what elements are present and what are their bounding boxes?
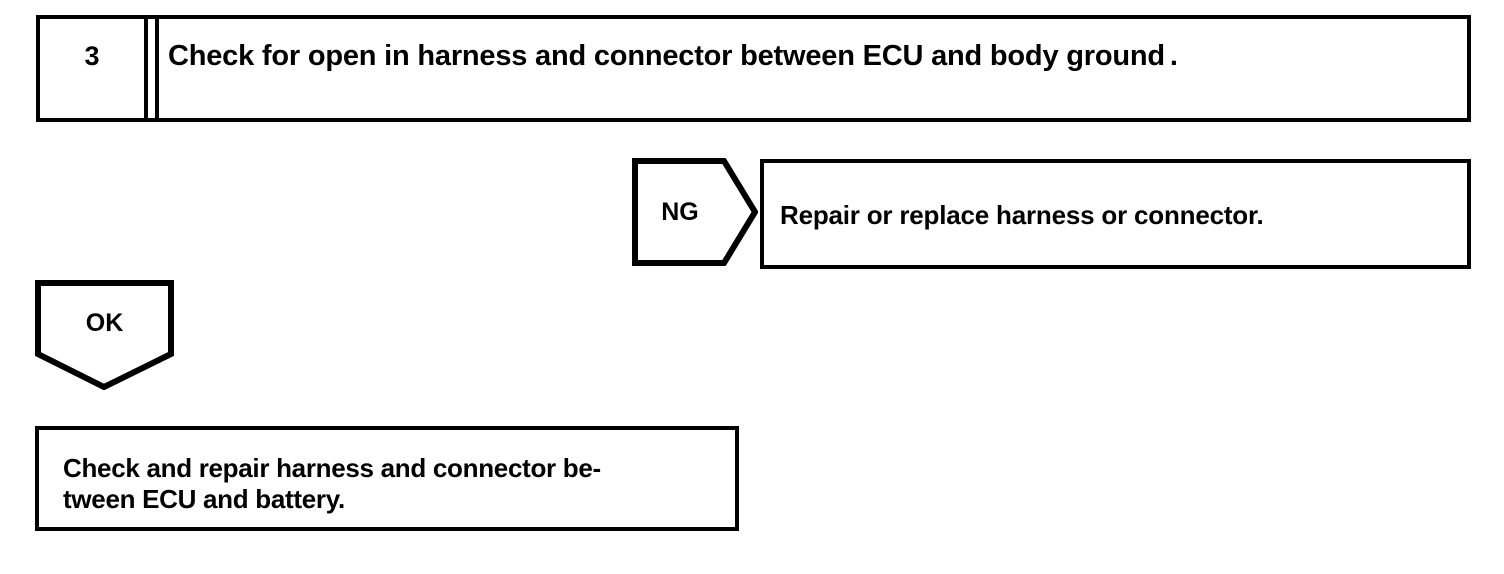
ok-result-line-1: Check and repair harness and connector b… bbox=[63, 453, 601, 483]
ok-result-line-2: tween ECU and battery. bbox=[63, 484, 345, 514]
step-instruction: Check for open in harness and connector … bbox=[168, 40, 1459, 73]
ok-result-text: Check and repair harness and connector b… bbox=[63, 453, 725, 515]
ng-result-box: Repair or replace harness or connector. bbox=[760, 159, 1471, 269]
step-divider bbox=[155, 19, 159, 118]
ok-result-box: Check and repair harness and connector b… bbox=[35, 426, 739, 531]
step-instruction-text: Check for open in harness and connector … bbox=[168, 40, 1165, 72]
branch-ok-label: OK bbox=[85, 308, 124, 337]
branch-ok-arrow: OK bbox=[35, 280, 174, 390]
step-instruction-period: . bbox=[1169, 40, 1178, 72]
step-header-box: 3 Check for open in harness and connecto… bbox=[36, 15, 1471, 122]
step-number-cell: 3 bbox=[40, 19, 148, 118]
branch-ng-arrow: NG bbox=[632, 158, 758, 266]
step-number: 3 bbox=[84, 41, 100, 71]
branch-ng-label: NG bbox=[661, 197, 699, 226]
ng-result-text: Repair or replace harness or connector. bbox=[780, 200, 1264, 230]
